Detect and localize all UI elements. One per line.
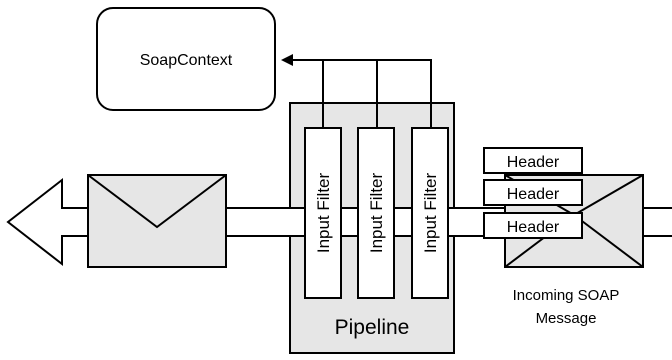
header-label: Header (507, 186, 560, 203)
input-filter-label: Input Filter (421, 173, 440, 254)
header-box-2: Header (483, 179, 583, 206)
soap-context-box: SoapContext (96, 7, 276, 111)
input-filter-3: Input Filter (411, 127, 449, 299)
outgoing-envelope-icon (87, 174, 227, 268)
header-label: Header (507, 154, 560, 171)
incoming-message-label-line1: Incoming SOAP (513, 287, 620, 304)
incoming-message-label-line2: Message (536, 310, 597, 327)
header-box-3: Header (483, 212, 583, 239)
input-filter-2: Input Filter (357, 127, 395, 299)
soap-context-label: SoapContext (140, 52, 233, 69)
input-filter-1: Input Filter (304, 127, 342, 299)
input-filter-label: Input Filter (314, 173, 333, 254)
filter-to-context-connectors (281, 54, 432, 128)
input-filter-label: Input Filter (367, 173, 386, 254)
header-box-1: Header (483, 147, 583, 174)
pipeline-label: Pipeline (335, 316, 410, 339)
header-label: Header (507, 219, 560, 236)
